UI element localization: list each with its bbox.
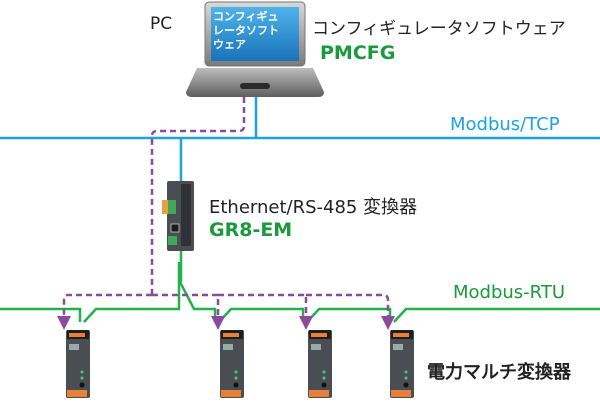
- converter-model: GR8-EM: [209, 219, 293, 241]
- meter-devices: [66, 330, 414, 398]
- meter-device-icon: [220, 330, 244, 398]
- screen-text: コンフィギュ レータソフト ウェア: [213, 10, 283, 52]
- screen-line: レータソフト: [213, 24, 279, 37]
- meter-device-icon: [66, 330, 90, 398]
- modbus-rtu-label: Modbus-RTU: [453, 282, 566, 303]
- screen-line: ウェア: [213, 38, 246, 51]
- software-name: コンフィギュレータソフトウェア: [312, 19, 566, 39]
- software-model: PMCFG: [320, 42, 396, 64]
- meter-label: 電力マルチ変換器: [427, 362, 571, 383]
- modbus-tcp-label: Modbus/TCP: [450, 114, 560, 135]
- laptop-icon: [186, 1, 324, 97]
- meter-device-icon: [308, 330, 332, 398]
- pc-label: PC: [150, 14, 173, 34]
- converter-name: Ethernet/RS-485 変換器: [209, 197, 418, 218]
- converter-device-icon: [162, 181, 194, 251]
- arrowheads: [57, 316, 395, 330]
- meter-device-icon: [390, 330, 414, 398]
- config-path: [62, 97, 390, 318]
- screen-line: コンフィギュ: [213, 10, 279, 23]
